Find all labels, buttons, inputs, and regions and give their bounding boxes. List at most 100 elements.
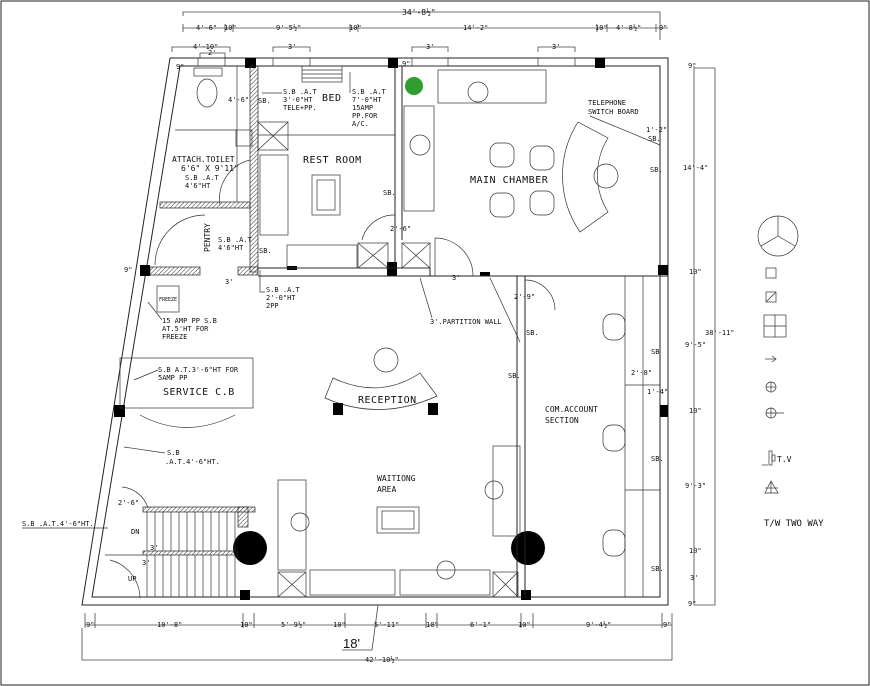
note: SB.	[508, 372, 521, 380]
dim-note: 9"	[176, 63, 184, 71]
legend-two-way: T/W TWO WAY	[764, 519, 824, 529]
dim-right-4: 9'-5"	[685, 341, 706, 349]
sofa	[437, 69, 547, 104]
dim-note: 2'-8"	[631, 369, 652, 377]
note: A/C.	[352, 120, 369, 128]
electrical-notes: S.B .A.T 3'-0"HT TELE+PP. S.B .A.T 7'-0"…	[22, 60, 668, 583]
note: 3'.PARTITION WALL	[430, 318, 502, 326]
label-waiting-2: AREA	[377, 485, 396, 494]
dim-bottom-11: 9"	[663, 621, 671, 629]
dim-note: 9"	[402, 60, 410, 68]
table	[311, 174, 341, 216]
dim-callout-18: 18'	[343, 636, 360, 651]
wash-basin	[235, 129, 253, 147]
service-cb-room	[119, 357, 254, 409]
bracket-light-icon	[765, 407, 784, 419]
dim-overall-top: 34'-8½"	[402, 7, 436, 17]
note: .A.T.4'-6"HT.	[165, 458, 220, 466]
dim-note: 1'-4"	[647, 388, 668, 396]
dim-top-6: 10"	[595, 24, 608, 32]
room-labels: BED REST ROOM MAIN CHAMBER ATTACH.TOILET…	[159, 93, 598, 494]
dim-note: 1'-2"	[646, 126, 667, 134]
label-main-chamber: MAIN CHAMBER	[470, 175, 549, 186]
switch-box-icon	[765, 267, 777, 279]
note: SB.	[259, 247, 272, 255]
dim-right-5: 10"	[689, 407, 702, 415]
round-column	[233, 531, 267, 565]
dim-bottom-10: 9'-4½"	[586, 621, 611, 629]
sofa	[309, 569, 396, 596]
dim-top-1: 4'-6"	[196, 24, 217, 32]
dim-note: 9"	[124, 266, 132, 274]
reception-desk	[324, 372, 438, 410]
note: S.B A.T.3'-6"HT FOR	[158, 366, 239, 374]
note: FREEZE	[162, 333, 187, 341]
dim-note: 2'-9"	[514, 293, 535, 301]
dim-right-9: 9"	[688, 600, 696, 608]
dim-top-3: 9'-5½"	[276, 24, 301, 32]
dim-window-5: 3'	[552, 43, 560, 51]
dim-top-4: 10"	[349, 24, 362, 32]
label-waiting-1: WAITIONG	[377, 474, 416, 483]
ceiling-fan-icon	[757, 215, 799, 257]
note: SB.	[651, 455, 664, 463]
dim-bottom-3: 10"	[240, 621, 253, 629]
furniture	[105, 65, 626, 599]
note: SB.	[651, 565, 664, 573]
dim-right-8: 3'	[690, 574, 698, 582]
note: 4'6"HT	[185, 182, 211, 190]
dim-top-2: 10"	[224, 24, 237, 32]
dim-right-7: 10"	[689, 547, 702, 555]
dim-window-1: 4'-10"	[193, 43, 218, 51]
label-bed: BED	[322, 93, 342, 104]
dim-note: 3'	[150, 544, 158, 552]
sofa	[492, 445, 521, 537]
note: 3'-0"HT	[283, 96, 313, 104]
label-attach-toilet: ATTACH.TOILET	[172, 155, 235, 164]
note: SB.	[258, 97, 271, 105]
dim-right-1: 9"	[688, 62, 696, 70]
plant-icon	[405, 77, 423, 95]
dim-right-3: 10"	[689, 268, 702, 276]
dim-note: 2'-6"	[390, 225, 411, 233]
interior-walls	[149, 65, 668, 597]
note: 7'-0"HT	[352, 96, 382, 104]
toilet-cistern	[193, 67, 223, 77]
dim-window-4: 3'	[426, 43, 434, 51]
label-rest-room: REST ROOM	[303, 155, 362, 166]
note: 5AMP PP	[158, 374, 188, 382]
staircase	[105, 486, 256, 599]
label-freeze: FREEZE	[159, 297, 177, 303]
dim-window-2: 2'	[208, 49, 216, 57]
visitor-chairs	[489, 142, 555, 218]
dim-bottom-1: 9"	[86, 621, 94, 629]
dim-note: 3'	[225, 278, 233, 286]
dim-bottom-5: 10"	[333, 621, 346, 629]
dim-bottom-6: 5'-11"	[374, 621, 399, 629]
note: 15 AMP PP S.B	[162, 317, 217, 325]
telephone-icon	[764, 480, 779, 494]
sofa	[286, 244, 358, 269]
light-point-icon	[765, 381, 777, 393]
note: S.B .A.T.4'-6"HT.	[22, 520, 94, 528]
note: S.B	[167, 449, 180, 457]
note: 2PP	[266, 302, 279, 310]
legend-tv-label: T.V	[777, 455, 792, 464]
note: 4'6"HT	[218, 244, 244, 252]
cabin-chairs	[602, 313, 626, 557]
note: S.B .A.T	[218, 236, 253, 244]
dim-top-7: 4'-8½"	[616, 24, 641, 32]
dim-top-8: 9"	[659, 24, 667, 32]
dim-bottom-2: 10'-8"	[157, 621, 182, 629]
note: 15AMP	[352, 104, 373, 112]
label-reception: RECEPTION	[358, 395, 417, 406]
note: SB.	[383, 189, 396, 197]
sofa	[259, 154, 289, 236]
dim-overall-bottom: 42'-10½"	[365, 656, 399, 664]
dim-right-2: 14'-4"	[683, 164, 708, 172]
dim-top-5: 14'-2"	[463, 24, 488, 32]
dim-right-overall: 38'-11"	[705, 329, 735, 337]
note: AT.5'HT FOR	[162, 325, 209, 333]
note: PP.FOR	[352, 112, 378, 120]
arrow-icon	[765, 355, 777, 363]
